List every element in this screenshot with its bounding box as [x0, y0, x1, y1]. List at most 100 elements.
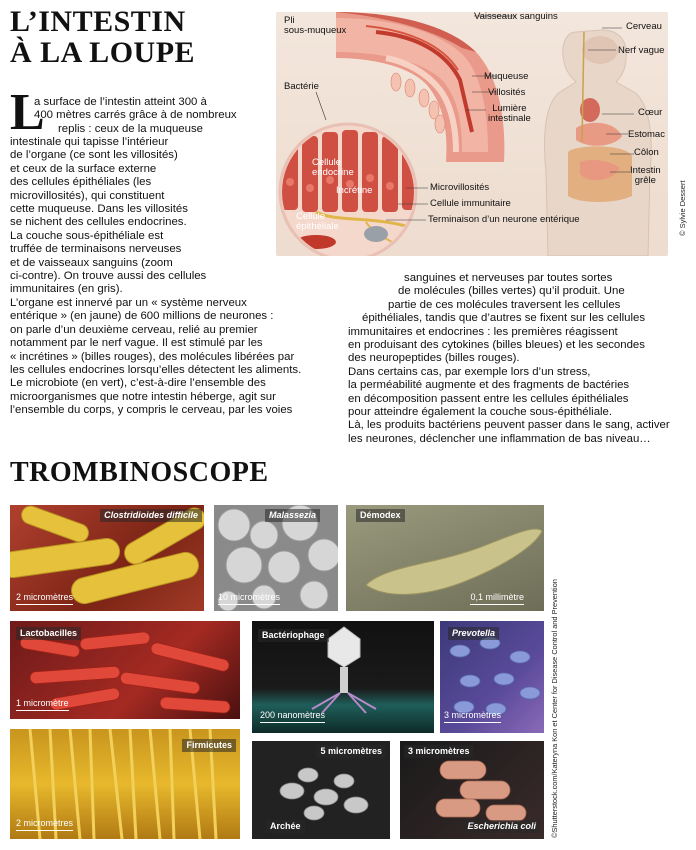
intro-lines: a surface de l’intestin atteint 300 à 40…	[34, 96, 237, 123]
photo-credit: ©Shutterstock.com/Kateryna Kon et Center…	[550, 579, 559, 838]
photo-archee: 5 micromètres Archée	[252, 741, 390, 839]
label-text: Pli	[284, 15, 295, 26]
text-line: les neurones, déclencher une inflammatio…	[348, 432, 651, 445]
label-text: endocrine	[312, 167, 354, 178]
text-line: des neuropeptides (billes rouges).	[348, 352, 520, 365]
bacteria-cells-image	[449, 636, 541, 716]
photo-label: Firmicutes	[182, 739, 236, 752]
photo-label: Archée	[266, 820, 305, 833]
label-intestin-grele: Intestin grêle	[630, 166, 661, 186]
text-line: sanguines et nerveuses par toutes sortes	[404, 272, 613, 284]
label-nerf-vague: Nerf vague	[618, 45, 665, 56]
photo-demodex: Démodex 0,1 millimètre	[346, 505, 544, 611]
scale-bar: 3 micromètres	[444, 710, 502, 723]
text-line: les cellules endocrines lorsqu’elles dét…	[10, 363, 302, 376]
label-estomac: Estomac	[628, 129, 665, 140]
intestine-illustration: Pli sous-muqueux Vaisseaux sanguins Cerv…	[276, 12, 668, 256]
yeast-cells-image	[217, 505, 338, 611]
label-colon: Côlon	[634, 147, 659, 158]
mite-image	[365, 528, 543, 595]
text-line: microvillosités), qui constituent	[10, 189, 165, 202]
label-text: épithéliale	[296, 221, 339, 232]
text-line: partie de ces molécules traversent les c…	[388, 298, 621, 311]
bacteria-rods-image	[10, 505, 204, 605]
label-cerveau: Cerveau	[626, 21, 662, 32]
photo-firmicutes: Firmicutes 2 micromètres	[10, 729, 240, 839]
label-bacterie: Bactérie	[284, 81, 319, 92]
text-line: « incrétines » (billes rouges), des molé…	[10, 350, 295, 363]
text-line: et de vaisseaux sanguins (zoom	[10, 256, 173, 269]
virus-image	[311, 626, 377, 714]
text-line: de molécules (billes vertes) qu’il produ…	[398, 285, 625, 298]
title-line-2: À LA LOUPE	[10, 36, 196, 69]
text-line: immunitaires et endocrines : les premièr…	[348, 325, 618, 338]
label-microvillosites: Microvillosités	[430, 182, 490, 193]
photo-lactobacilles: Lactobacilles 1 micromètre	[10, 621, 240, 719]
label-text: intestinale	[488, 113, 531, 124]
label-text: sous-muqueux	[284, 25, 347, 36]
archaea-image	[279, 767, 369, 821]
text-line: de l’organe (ce sont les villosités)	[10, 149, 178, 162]
text-line: épithéliales, tandis que d’autres se fix…	[362, 312, 646, 325]
label-text: grêle	[634, 175, 656, 186]
photo-scale-label: 3 micromètres	[404, 745, 474, 758]
photo-label: Bactériophage	[258, 629, 329, 642]
text-line: intestinale qui tapisse l’intérieur	[10, 136, 169, 148]
photo-bacteriophage: Bactériophage 200 nanomètres	[252, 621, 434, 733]
right-column-text: sanguines et nerveuses par toutes sortes…	[348, 272, 670, 446]
left-column-text: intestinale qui tapisse l’intérieur de l…	[10, 136, 301, 418]
label-text: Lumière	[492, 103, 527, 114]
trombinoscope-title: TROMBINOSCOPE	[10, 457, 269, 488]
photo-label: Clostridioides difficile	[100, 509, 202, 522]
ecoli-image	[435, 760, 527, 822]
text-line: pour atteindre également la couche sous-…	[348, 406, 613, 419]
photo-label: Malassezia	[264, 509, 320, 522]
scale-bar: 10 micromètres	[218, 592, 281, 605]
text-line: on parle d’un deuxième cerveau, relié au…	[10, 323, 258, 336]
drop-cap: L	[10, 84, 45, 141]
label-vaisseaux: Vaisseaux sanguins	[474, 12, 558, 22]
text-line: Le microbiote (en vert), c’est-à-dire l’…	[10, 377, 266, 390]
text-line: en produisant des cytokines (billes bleu…	[348, 339, 645, 352]
text-line: replis : ceux de la muqueuse	[58, 123, 203, 135]
label-cellule-epitheliale: Cellule épithéliale	[296, 212, 339, 232]
label-incretine: Incrétine	[336, 185, 373, 196]
text-line: immunitaires (en gris).	[10, 283, 123, 296]
label-terminaison: Terminaison d’un neurone entérique	[428, 214, 580, 225]
text-line: en décomposition passent entre les cellu…	[348, 392, 629, 405]
label-coeur: Cœur	[638, 107, 663, 118]
photo-label: Démodex	[356, 509, 405, 522]
text-line: 400 mètres carrés grâce à de nombreux	[34, 109, 237, 122]
scale-bar: 2 micromètres	[16, 592, 74, 605]
bacteria-rods-image	[19, 631, 231, 714]
title-line-1: L’INTESTIN	[10, 5, 186, 38]
photo-scale-label: 5 micromètres	[316, 745, 386, 758]
photo-prevotella: Prevotella 3 micromètres	[440, 621, 544, 733]
scale-bar: 0,1 millimètre	[470, 592, 524, 605]
text-line: se nichent des cellules endocrines.	[10, 216, 187, 229]
intro-line-3: replis : ceux de la muqueuse	[58, 123, 203, 136]
photo-label: Escherichia coli	[463, 820, 540, 833]
scale-bar: 1 micromètre	[16, 698, 69, 711]
text-line: des cellules épithéliales (les	[10, 176, 152, 189]
text-line: l’ensemble du corps, y compris le cervea…	[10, 404, 293, 417]
label-lumiere: Lumière intestinale	[488, 104, 531, 124]
label-text: Cellule	[312, 157, 342, 168]
label-text: Intestin	[630, 165, 661, 176]
text-line: microorganismes que notre intestin héber…	[10, 390, 276, 403]
label-villosites: Villosités	[488, 87, 526, 98]
text-line: Dans certains cas, par exemple lors d’un…	[348, 365, 591, 378]
label-pli: Pli sous-muqueux	[284, 16, 346, 36]
label-text: Cellule	[296, 211, 326, 222]
text-line: entérique » (en jaune) de 600 millions d…	[10, 310, 274, 323]
text-line: et ceux de la surface externe	[10, 162, 157, 175]
photo-escherichia: 3 micromètres Escherichia coli	[400, 741, 544, 839]
label-muqueuse: Muqueuse	[484, 71, 529, 82]
text-line: la perméabilité augmente et des fragment…	[348, 379, 630, 392]
photo-label: Lactobacilles	[16, 627, 82, 640]
text-line: La couche sous-épithéliale est	[10, 229, 164, 242]
label-cellule-immunitaire: Cellule immunitaire	[430, 198, 511, 209]
text-line: cette muqueuse. Dans les villosités	[10, 203, 188, 216]
scale-bar: 200 nanomètres	[260, 710, 326, 723]
scale-bar: 2 micromètres	[16, 818, 74, 831]
